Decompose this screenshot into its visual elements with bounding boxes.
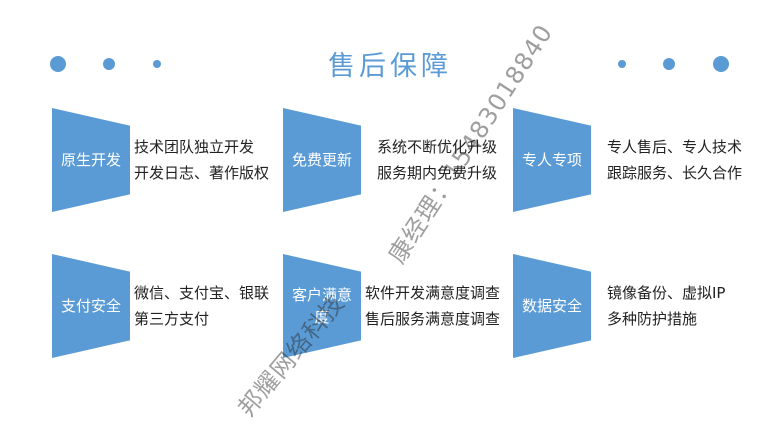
decorative-dot-medium-left <box>103 58 115 70</box>
decorative-dot-large-right <box>713 56 729 72</box>
card-description-line: 多种防护措施 <box>607 310 698 328</box>
card-description-line: 开发日志、著作版权 <box>134 164 270 182</box>
service-card-native-dev: 原生开发 技术团队独立开发 开发日志、著作版权 <box>52 108 298 212</box>
service-card-payment-security: 支付安全 微信、支付宝、银联 第三方支付 <box>52 254 298 358</box>
decorative-dot-small-right <box>618 60 626 68</box>
card-label-block: 客户满意度 <box>283 254 361 358</box>
card-description-line: 镜像备份、虚拟IP <box>607 284 726 302</box>
card-description: 微信、支付宝、银联 第三方支付 <box>134 280 269 332</box>
card-label-block: 支付安全 <box>52 254 130 358</box>
card-description-line: 系统不断优化升级 <box>377 138 498 156</box>
card-description-line: 专人售后、专人技术 <box>607 138 743 156</box>
service-card-dedicated: 专人专项 专人售后、专人技术 跟踪服务、长久合作 <box>513 108 759 212</box>
service-card-data-security: 数据安全 镜像备份、虚拟IP 多种防护措施 <box>513 254 759 358</box>
card-description: 软件开发满意度调查 售后服务满意度调查 <box>365 280 500 332</box>
page-title: 售后保障 <box>328 51 452 82</box>
card-description-line: 微信、支付宝、银联 <box>134 284 270 302</box>
card-description-line: 跟踪服务、长久合作 <box>607 164 743 182</box>
service-card-customer-satisfaction: 客户满意度 软件开发满意度调查 售后服务满意度调查 <box>283 254 529 358</box>
decorative-dot-medium-right <box>663 58 675 70</box>
card-label-block: 专人专项 <box>513 108 591 212</box>
card-label-block: 数据安全 <box>513 254 591 358</box>
card-label-block: 免费更新 <box>283 108 361 212</box>
card-description: 系统不断优化升级 服务期内免费升级 <box>377 134 497 186</box>
card-description-line: 技术团队独立开发 <box>134 138 255 156</box>
service-card-free-update: 免费更新 系统不断优化升级 服务期内免费升级 <box>283 108 529 212</box>
card-description-line: 售后服务满意度调查 <box>365 310 501 328</box>
decorative-dot-small-left <box>153 60 161 68</box>
card-label-block: 原生开发 <box>52 108 130 212</box>
decorative-dot-large-left <box>50 56 66 72</box>
card-description-line: 软件开发满意度调查 <box>365 284 501 302</box>
card-description-line: 服务期内免费升级 <box>377 164 498 182</box>
card-description: 镜像备份、虚拟IP 多种防护措施 <box>607 280 725 332</box>
card-description-line: 第三方支付 <box>134 310 210 328</box>
card-description: 技术团队独立开发 开发日志、著作版权 <box>134 134 269 186</box>
card-description: 专人售后、专人技术 跟踪服务、长久合作 <box>607 134 742 186</box>
